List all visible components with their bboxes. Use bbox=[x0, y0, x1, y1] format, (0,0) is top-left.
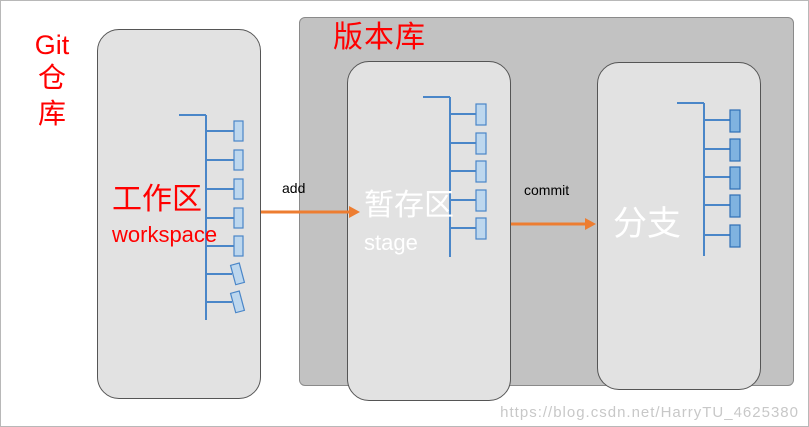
file-icon bbox=[233, 207, 244, 229]
stage-file-tree bbox=[423, 96, 476, 257]
commit-arrow bbox=[511, 218, 596, 230]
git-repo-label-line2: 仓 bbox=[37, 61, 66, 94]
file-icon bbox=[233, 149, 244, 171]
git-repo-label: Git 仓 库 bbox=[30, 30, 74, 132]
stage-label-cn: 暂存区 bbox=[364, 188, 454, 223]
add-arrow-head bbox=[349, 206, 360, 218]
branch-label-cn: 分支 bbox=[613, 204, 681, 244]
workspace-files bbox=[229, 120, 246, 314]
file-icon bbox=[729, 166, 741, 190]
branch-file-tree bbox=[677, 102, 730, 256]
add-arrow bbox=[261, 206, 360, 218]
file-icon bbox=[729, 109, 741, 133]
file-icon-modified bbox=[229, 262, 246, 286]
workspace-label-en: workspace bbox=[112, 222, 218, 247]
repository-title: 版本库 bbox=[333, 20, 426, 55]
file-icon bbox=[729, 138, 741, 162]
stage-files bbox=[475, 103, 487, 240]
file-icon bbox=[475, 189, 487, 212]
file-icon bbox=[475, 132, 487, 155]
file-icon bbox=[475, 160, 487, 183]
stage-label-en: stage bbox=[364, 230, 418, 255]
add-arrow-label: add bbox=[282, 180, 306, 196]
file-icon bbox=[729, 194, 741, 218]
file-icon bbox=[233, 178, 244, 200]
file-icon-modified bbox=[229, 290, 246, 314]
file-icon bbox=[233, 120, 244, 142]
workspace-file-tree bbox=[179, 114, 234, 320]
file-icon bbox=[729, 224, 741, 248]
watermark: https://blog.csdn.net/HarryTU_4625380 bbox=[500, 404, 799, 421]
workspace-label-cn: 工作区 bbox=[112, 182, 202, 217]
branch-files bbox=[729, 109, 741, 248]
file-icon bbox=[475, 103, 487, 126]
git-repo-label-latin: Git bbox=[34, 30, 70, 60]
file-icon bbox=[233, 235, 244, 257]
git-repo-label-line3: 库 bbox=[37, 97, 66, 130]
file-icon bbox=[475, 217, 487, 240]
commit-arrow-label: commit bbox=[524, 182, 570, 198]
commit-arrow-head bbox=[585, 218, 596, 230]
